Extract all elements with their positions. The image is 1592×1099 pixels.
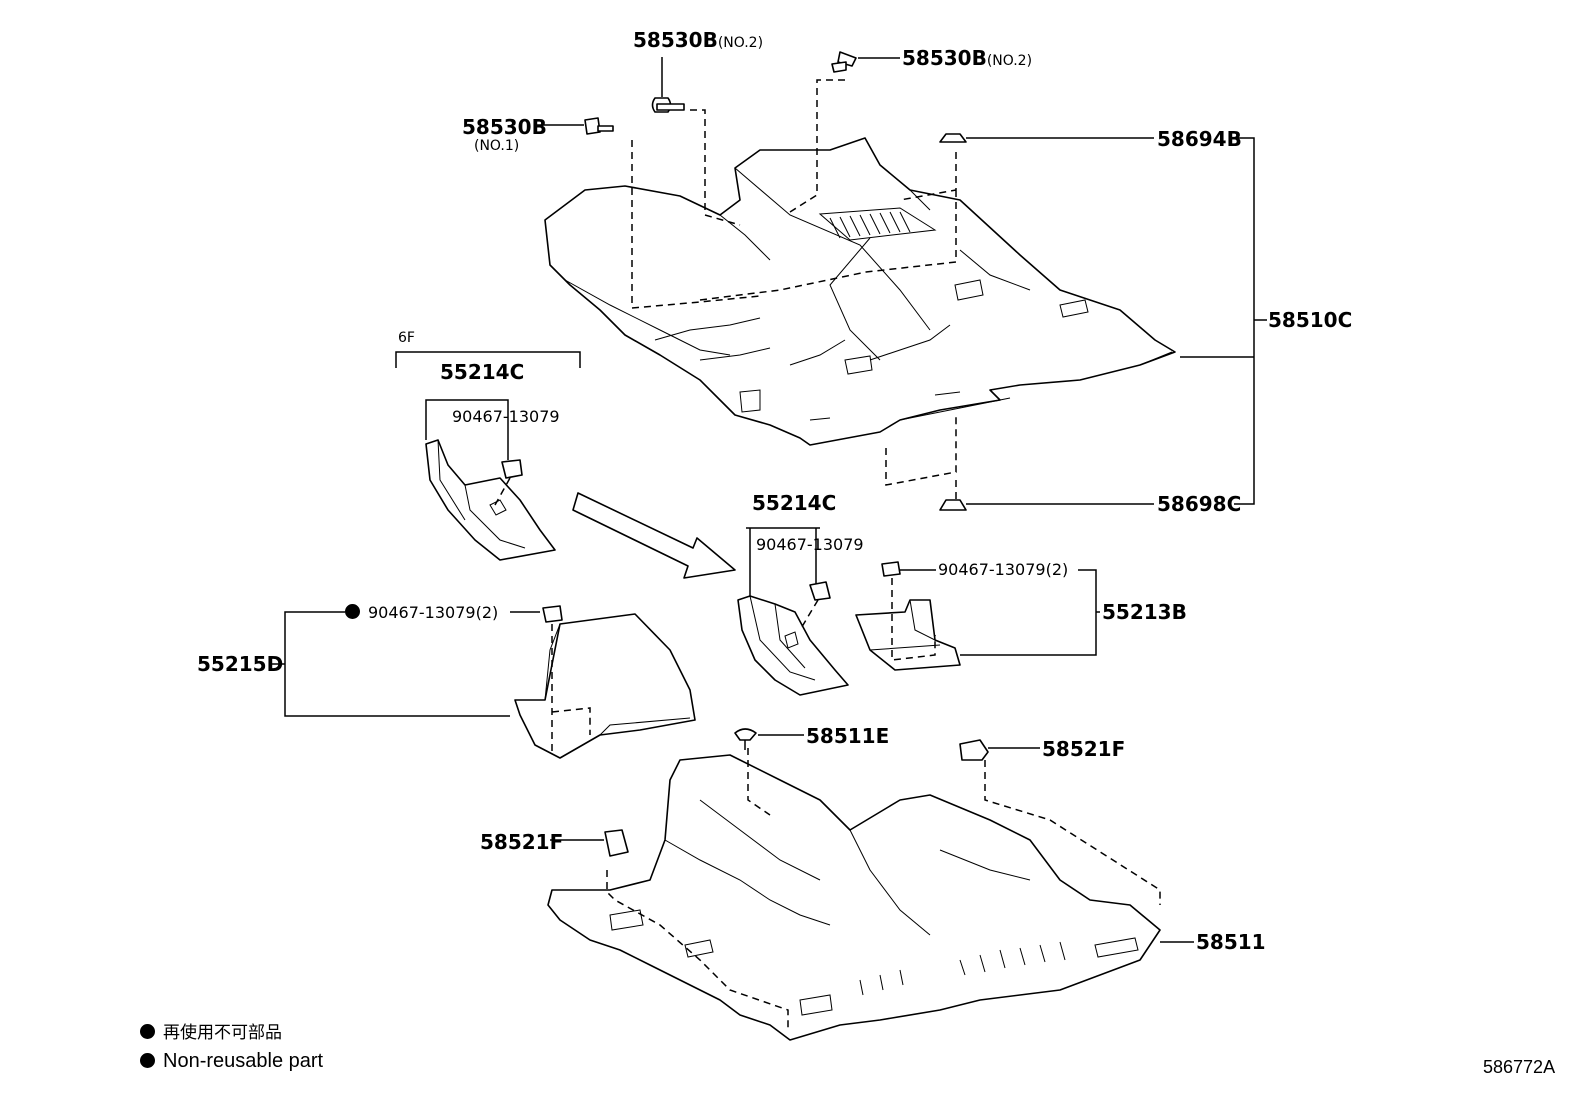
label-58530b-no2-top: 58530B(NO.2) (633, 28, 764, 52)
label-58698c: 58698C (1157, 492, 1242, 516)
label-58511e: 58511E (806, 724, 890, 748)
legend-line-ja: 再使用不可部品 (140, 1024, 282, 1041)
label-90467-left: 90467-13079 (452, 407, 560, 426)
label-58521f-left: 58521F (480, 830, 564, 854)
label-55214c-middle: 55214C (752, 491, 837, 515)
cover-55215d (270, 605, 696, 759)
label-55214c-left: 55214C (440, 360, 525, 384)
label-6f: 6F (398, 330, 415, 346)
non-reusable-dot-icon (140, 1053, 155, 1068)
label-55213b: 55213B (1102, 600, 1187, 624)
label-90467-2-right: 90467-13079(2) (938, 560, 1069, 579)
label-58530b-no2-right: 58530B(NO.2) (902, 46, 1033, 70)
label-58510c: 58510C (1268, 308, 1353, 332)
label-58530b-no1-note: (NO.1) (474, 138, 520, 154)
non-reusable-dot-icon (140, 1024, 155, 1039)
label-58694b: 58694B (1157, 127, 1242, 151)
grommet-58694b (939, 133, 1154, 143)
label-58511: 58511 (1196, 930, 1266, 954)
label-note: (NO.2) (986, 53, 1033, 69)
floor-silencer-58511 (547, 754, 1161, 1041)
grommet-58698c (939, 499, 1154, 511)
clip-58530b-no2-top (651, 57, 685, 113)
label-55215d: 55215D (197, 652, 284, 676)
illustration-reference-number: 586772A (1483, 1057, 1556, 1077)
clip-58511e (734, 728, 804, 750)
label-58530b-no1: 58530B (462, 115, 547, 139)
clip-58530b-no1 (537, 117, 614, 135)
floor-carpet-assembly (544, 137, 1176, 446)
label-note: (NO.2) (717, 35, 764, 51)
cover-55213b (855, 561, 1100, 671)
clip-58521f-right (959, 739, 1040, 761)
clip-58521f-left (550, 829, 629, 857)
label-58521f-right: 58521F (1042, 737, 1126, 761)
direction-arrow (572, 492, 736, 579)
label-90467-2-left: 90467-13079(2) (345, 604, 498, 621)
label-90467-middle: 90467-13079 (756, 535, 864, 554)
scuff-plate-middle (737, 581, 849, 696)
legend-line-en: Non-reusable part (140, 1051, 323, 1071)
clip-58530b-no2-right (831, 51, 900, 73)
non-reusable-dot-icon (345, 604, 360, 619)
scuff-plate-left (425, 439, 556, 561)
